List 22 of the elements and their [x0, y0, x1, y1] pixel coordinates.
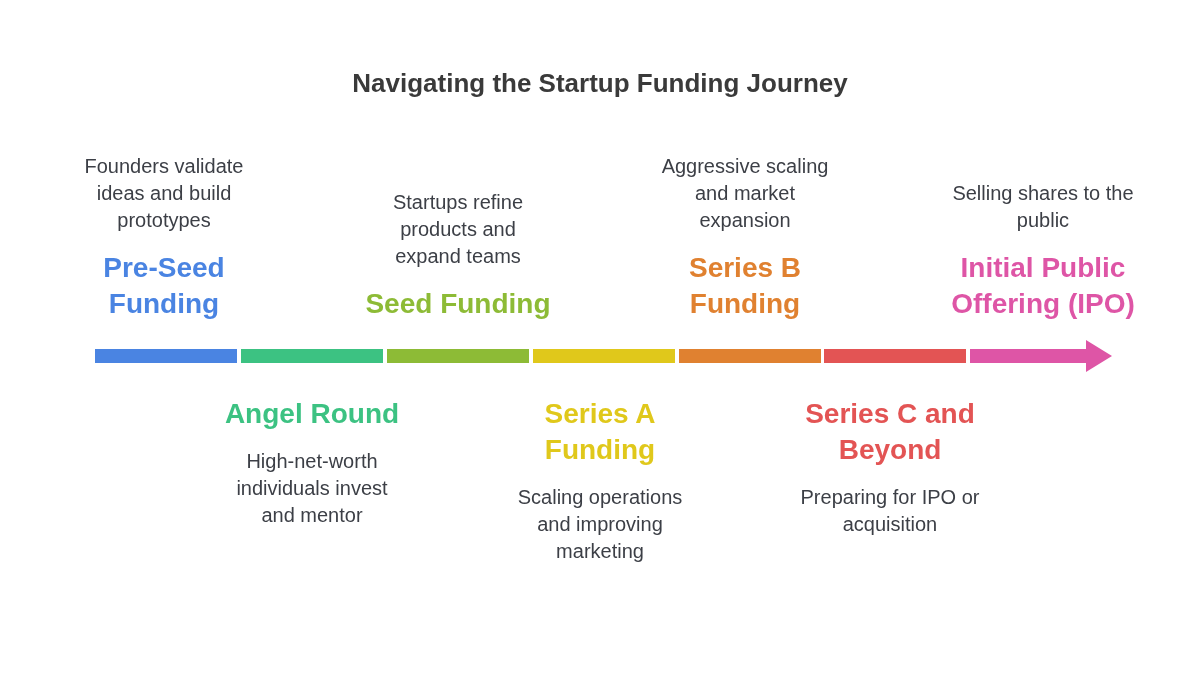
timeline-arrow	[970, 340, 1112, 372]
stage-heading: Series B Funding	[687, 251, 803, 321]
timeline-bar-segment	[533, 349, 675, 363]
stage-heading: Seed Funding	[364, 287, 552, 321]
timeline-bar-segment	[824, 349, 966, 363]
diagram-title: Navigating the Startup Funding Journey	[351, 68, 849, 99]
timeline-bar-segment	[241, 349, 383, 363]
stage-heading: Series A Funding	[543, 397, 657, 467]
stage-description: Preparing for IPO or acquisition	[799, 485, 981, 537]
timeline-bar-segment	[95, 349, 237, 363]
stage-description: High-net-worth individuals invest and mentor	[235, 449, 389, 528]
stage-description: Founders validate ideas and build prototypes	[83, 154, 245, 233]
stage-heading: Initial Public Offering (IPO)	[950, 251, 1136, 321]
stage-description: Selling shares to the public	[951, 181, 1135, 233]
timeline-bar-segment	[679, 349, 821, 363]
stage-heading: Angel Round	[223, 397, 401, 431]
stage-description: Startups refine products and expand teams	[391, 190, 525, 269]
stage-description: Scaling operations and improving marketing	[516, 485, 684, 564]
stage-description: Aggressive scaling and market expansion	[660, 154, 830, 233]
stage-heading: Series C and Beyond	[804, 397, 976, 467]
stage-heading: Pre-Seed Funding	[102, 251, 226, 321]
timeline-bar-segment	[387, 349, 529, 363]
